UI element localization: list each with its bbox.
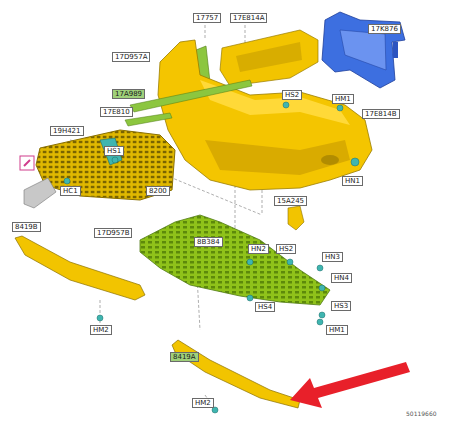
callout-number: 17E814A [230, 13, 267, 23]
callout-number: 17A989 [112, 89, 145, 99]
callout-number: 17E810 [100, 107, 133, 117]
callout-number: HS2 [282, 90, 302, 100]
callout-number: 19H421 [50, 126, 84, 136]
callout-number: 17D957B [94, 228, 132, 238]
callout-number: HS2 [276, 244, 296, 254]
callout-number: HN4 [331, 273, 352, 283]
callout-number: 17D957A [112, 52, 150, 62]
callout-number: HN1 [342, 176, 363, 186]
callout-number: 17757 [193, 13, 221, 23]
callout-number: 17K876 [368, 24, 401, 34]
callout-number: 8200 [146, 186, 170, 196]
callout-number: 8419B [12, 222, 41, 232]
callout-number: HN2 [248, 244, 269, 254]
callout-number: HC1 [60, 186, 81, 196]
callout-number: HM2 [192, 398, 214, 408]
callout-number: 17E814B [362, 109, 400, 119]
callout-number: HN3 [322, 252, 343, 262]
callout-number: HM1 [326, 325, 348, 335]
callout-number: 15A245 [274, 196, 307, 206]
callout-number: 8B384 [194, 237, 223, 247]
callout-number: 8419A [170, 352, 199, 362]
callout-number: HS3 [331, 301, 351, 311]
drawing-number: 50119660 [404, 410, 439, 418]
callout-number: HS1 [104, 146, 124, 156]
callout-number: HS4 [255, 302, 275, 312]
callout-number: HM1 [332, 94, 354, 104]
callout-number: HM2 [90, 325, 112, 335]
